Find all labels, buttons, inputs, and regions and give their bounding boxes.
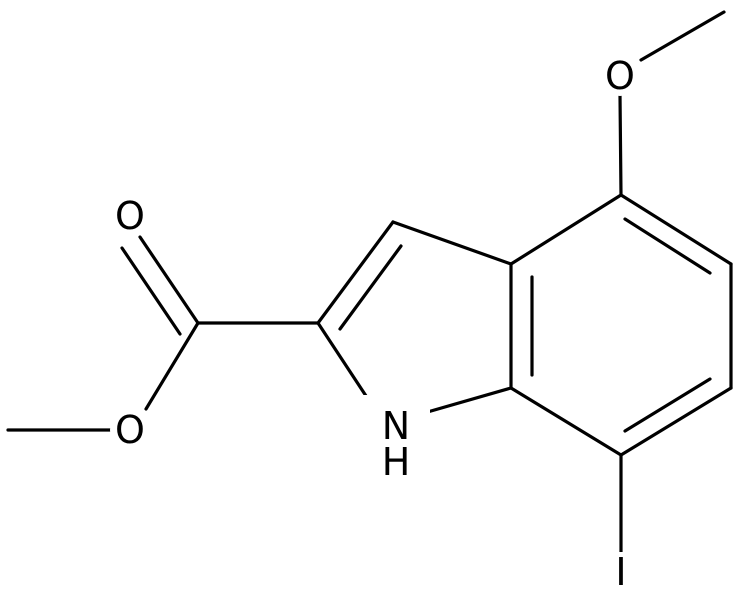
bond-c3a-c4 [509, 193, 623, 266]
bond-c6-c7-inner [623, 377, 712, 433]
atom-iodine-bg [608, 552, 634, 592]
bond-c3-c2 [316, 220, 395, 325]
bond-n1-c7a [422, 386, 513, 415]
atom-o-carbonyl-label: O [115, 194, 145, 238]
bond-carbonyl-c-o-double [120, 246, 182, 336]
atom-iodine: I [608, 550, 634, 594]
bond-c4-c5 [619, 193, 733, 266]
bond-c4-c5-inner [623, 217, 712, 275]
atom-o-carbonyl-bg [110, 196, 150, 236]
bond-c3a-c3 [391, 220, 513, 266]
bond-lines [6, 10, 733, 558]
bond-o-methoxy-c4 [618, 93, 623, 197]
atom-iodine-label: I [615, 550, 626, 594]
atom-o-ester-bg [110, 410, 150, 450]
atom-o-carbonyl: O [110, 194, 150, 238]
atom-nh: NH [362, 395, 430, 483]
bond-carbonyl-c-o [138, 235, 200, 325]
bond-methyl-o-methoxy [639, 10, 726, 62]
bond-c2-n1 [316, 321, 372, 404]
atom-o-ester-label: O [115, 408, 145, 452]
atom-o-methoxy-label: O [605, 54, 635, 98]
atom-nh-label: NH [374, 404, 418, 476]
atom-o-methoxy: O [600, 54, 640, 98]
atom-nh-bg [362, 395, 430, 483]
bond-c7-c7a [509, 386, 623, 457]
bond-carbonyl-c-o-ester [144, 321, 200, 411]
atom-o-methoxy-bg [600, 56, 640, 96]
bond-c3-c2-inner [338, 244, 403, 331]
atom-o-ester: O [110, 408, 150, 452]
bond-c6-c7 [619, 386, 733, 457]
atom-labels: O O O NH I [110, 54, 640, 594]
